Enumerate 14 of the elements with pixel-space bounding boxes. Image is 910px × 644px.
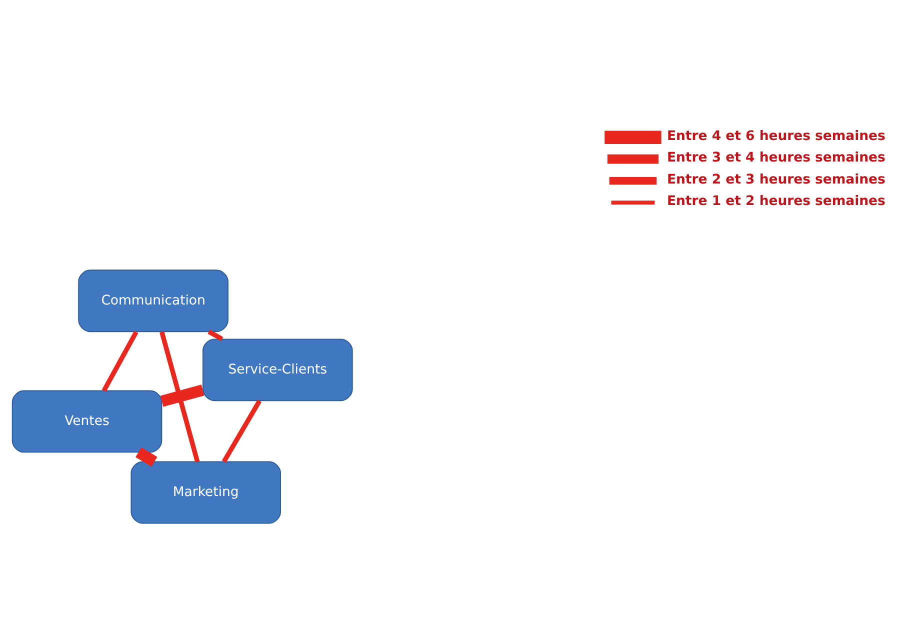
connector — [102, 330, 138, 392]
node-box: Communication — [78, 270, 228, 332]
legend-label: Entre 2 et 3 heures semaines — [666, 172, 886, 188]
connector — [136, 447, 158, 467]
node-box: Ventes — [12, 390, 162, 453]
connector — [222, 400, 262, 463]
connector — [160, 384, 204, 407]
connector — [160, 331, 200, 462]
node-box: Marketing — [130, 461, 282, 524]
legend-label: Entre 3 et 4 heures semaines — [666, 150, 886, 166]
legend-label: Entre 1 et 2 heures semaines — [666, 194, 886, 210]
legend-label: Entre 4 et 6 heures semaines — [666, 128, 886, 144]
connector — [208, 330, 224, 342]
node-box: Service-Clients — [202, 338, 353, 402]
